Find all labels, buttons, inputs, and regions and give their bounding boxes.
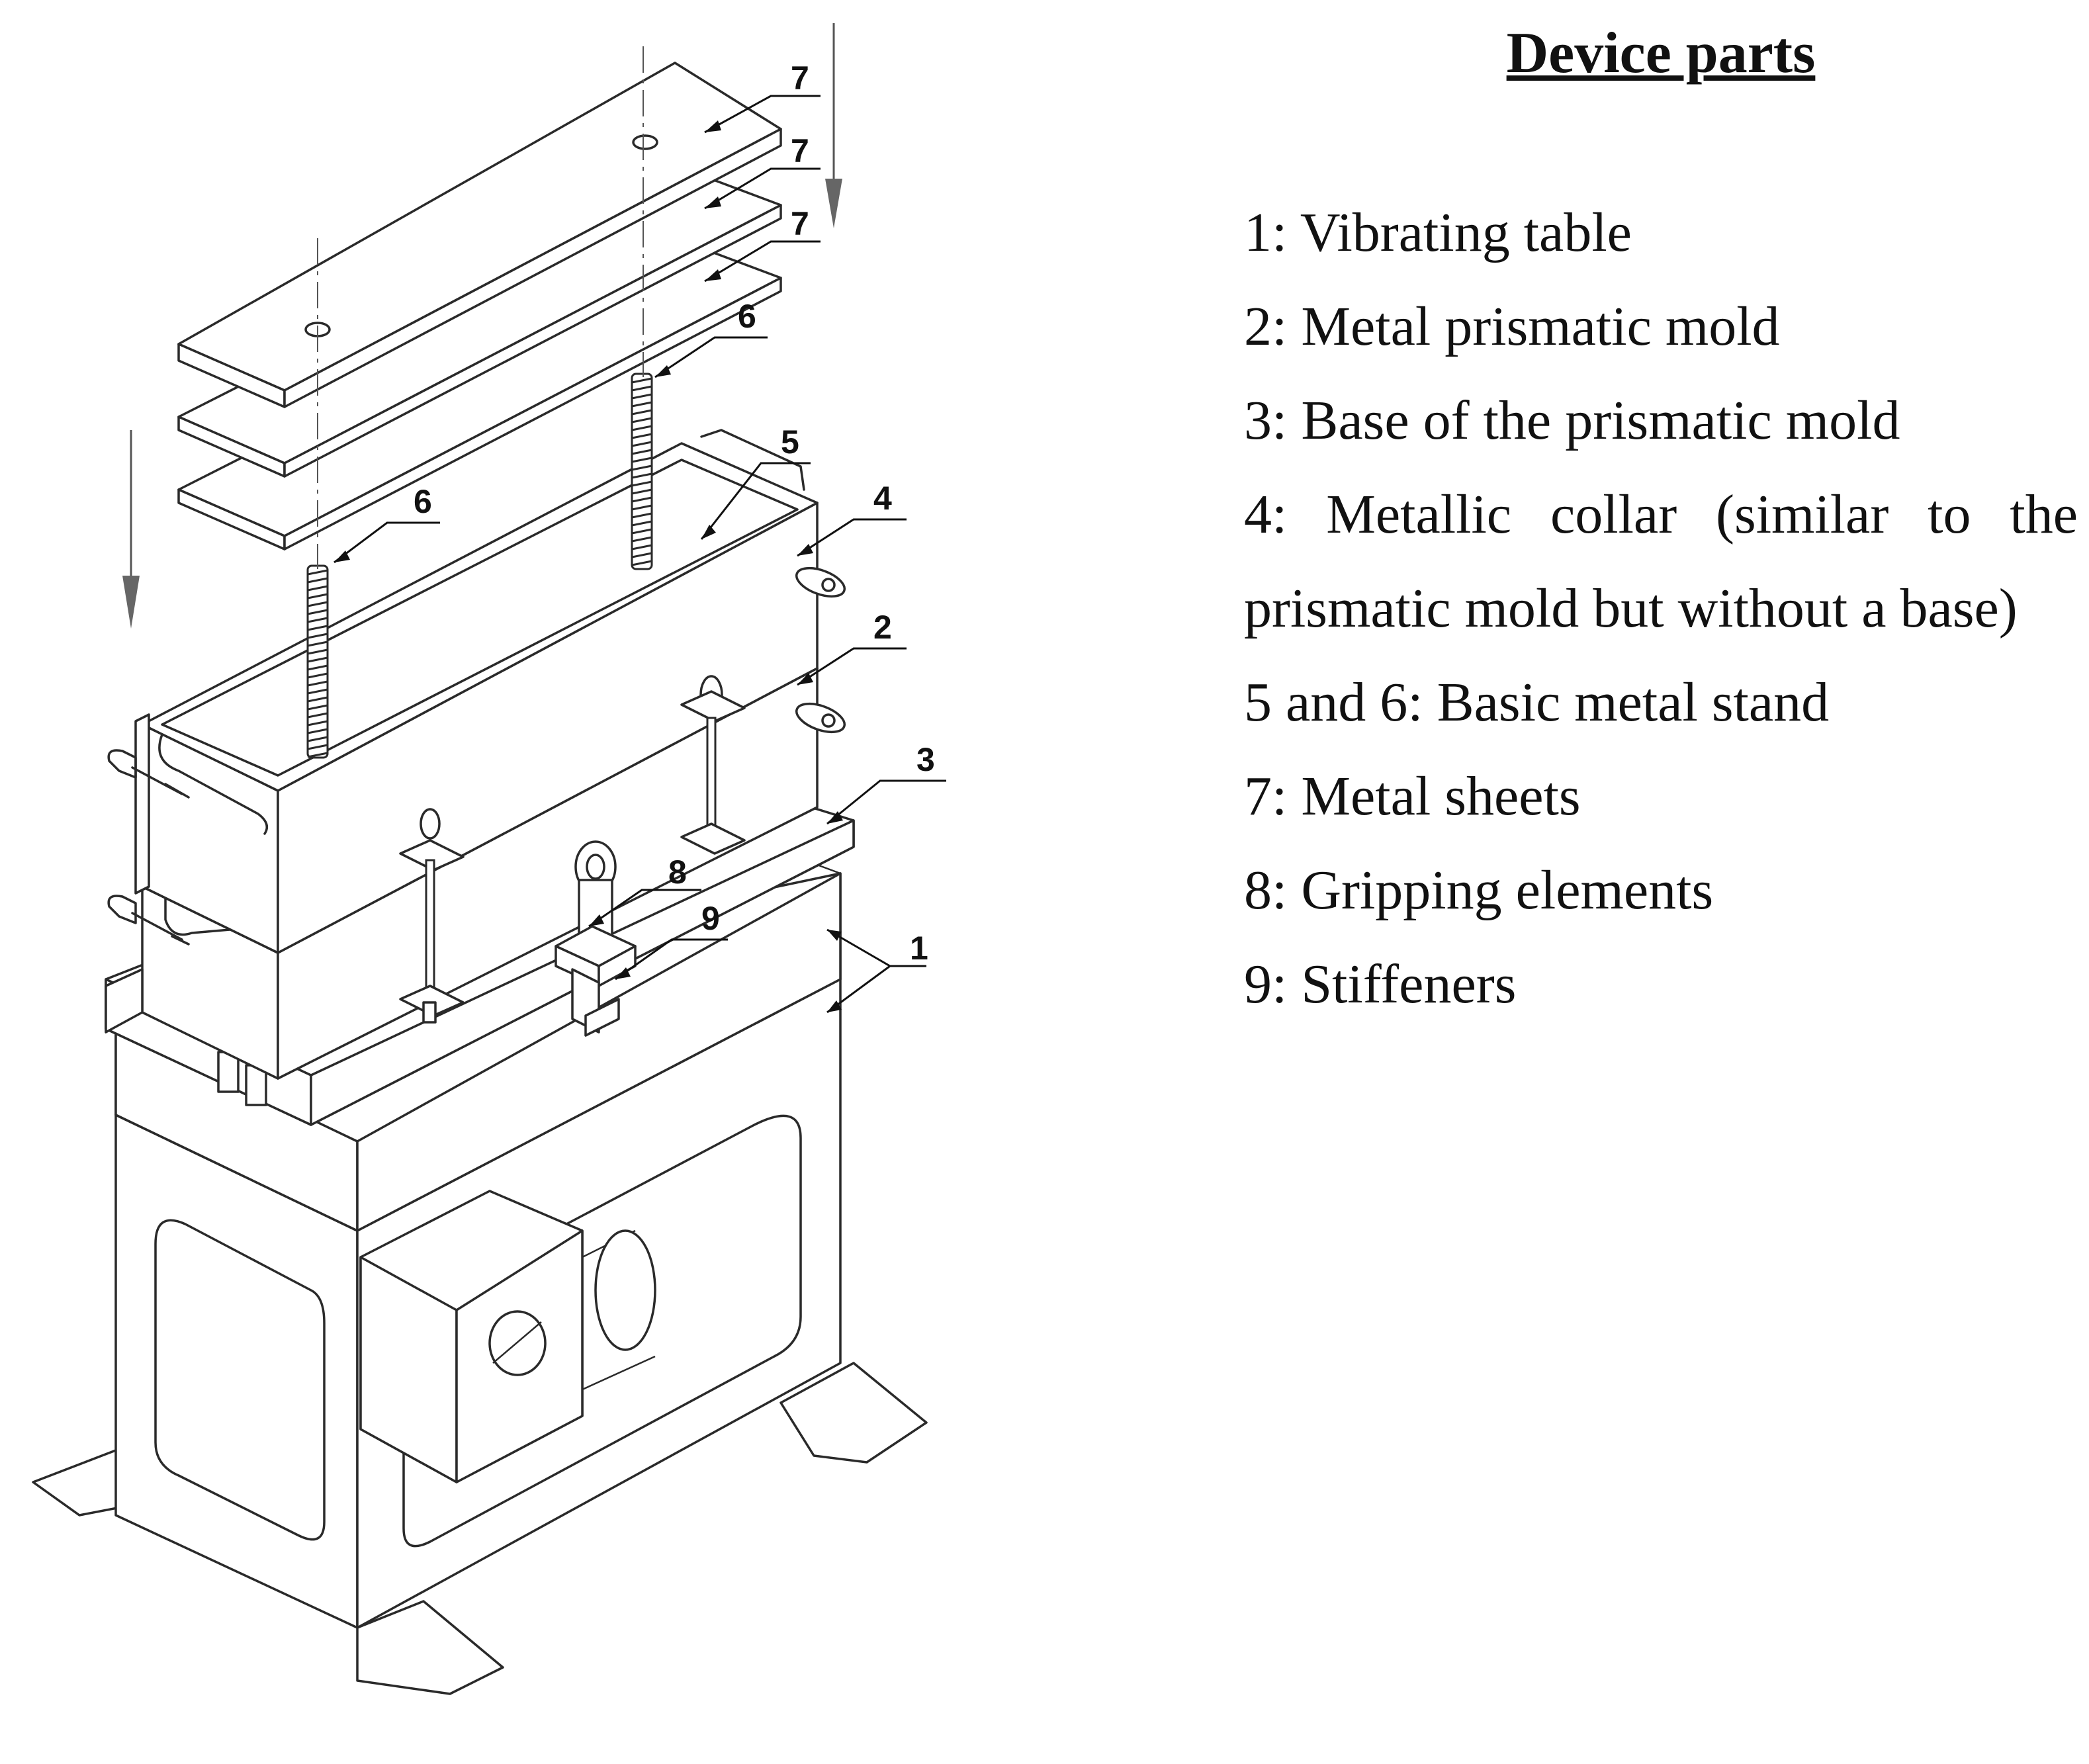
gripping-element (555, 840, 637, 987)
callout-6-right: 6 (654, 298, 768, 378)
rod-thread (307, 648, 328, 655)
rod-thread (307, 672, 328, 679)
legend-item: 3: Base of the prismatic mold (1244, 390, 1900, 452)
rod-thread (307, 720, 328, 727)
rod-thread (631, 512, 652, 519)
callout-7-bottom: 7 (704, 205, 821, 283)
center-axes (317, 46, 644, 569)
rod-thread (307, 656, 328, 663)
rod-thread (307, 593, 328, 599)
rod-thread (631, 401, 652, 408)
callout-number: 7 (791, 205, 809, 242)
callout-number: 9 (701, 900, 720, 937)
rod-thread (631, 504, 652, 511)
stand-rod-right (631, 373, 653, 570)
rod-thread (307, 712, 328, 719)
callout-number: 3 (916, 741, 935, 778)
callout-number: 5 (781, 423, 799, 461)
legend-title: Device parts (1506, 21, 1816, 85)
callout-5: 5 (700, 423, 811, 540)
clamp-rod-left (399, 808, 465, 1024)
legend-item: 9: Stiffeners (1244, 953, 1517, 1016)
legend-panel: Device parts 1: Vibrating table 2: Metal… (1244, 20, 2078, 1032)
side-eye-bolts (795, 566, 846, 734)
callout-number: 8 (668, 854, 687, 891)
legend-item: 5 and 6: Basic metal stand (1244, 672, 1830, 734)
rod-thread (307, 752, 328, 758)
callout-number: 6 (414, 483, 432, 520)
rod-thread (307, 744, 328, 750)
device-illustration: 7 7 7 6 5 6 4 2 3 8 (32, 23, 946, 1695)
rod-thread (631, 464, 652, 471)
rod-thread (631, 433, 652, 439)
rod-thread (307, 704, 328, 711)
callout-number: 7 (791, 60, 809, 97)
callout-number: 6 (738, 298, 756, 335)
stand-rod-left (306, 564, 329, 759)
callout-number: 2 (873, 609, 892, 646)
rod-thread (631, 441, 652, 447)
legend-item: 1: Vibrating table (1244, 202, 1632, 264)
rod-thread (631, 377, 652, 384)
callout-8: 8 (588, 854, 701, 928)
rod-thread (631, 449, 652, 455)
rod-thread (631, 417, 652, 423)
legend-item: 2: Metal prismatic mold (1244, 296, 1780, 358)
legend-item: 8: Gripping elements (1244, 860, 1714, 922)
rod-thread (631, 472, 652, 479)
rod-thread (307, 728, 328, 734)
rod-thread (307, 601, 328, 607)
rod-thread (307, 688, 328, 695)
assembly-arrows (122, 23, 842, 629)
rod-thread (631, 409, 652, 416)
rod-thread (631, 536, 652, 543)
callout-4: 4 (797, 480, 907, 557)
rod-thread (631, 552, 652, 558)
vibrating-table (32, 806, 928, 1695)
metal-sheets (177, 62, 782, 551)
rod-thread (307, 569, 328, 576)
rod-thread (307, 680, 328, 687)
rod-thread (631, 560, 652, 566)
rod-thread (307, 617, 328, 623)
callout-7-middle: 7 (704, 132, 821, 210)
callout-3: 3 (826, 741, 946, 825)
callout-number: 7 (791, 132, 809, 169)
callout-2: 2 (797, 609, 907, 686)
rod-thread (631, 488, 652, 495)
rod-thread (631, 520, 652, 527)
rod-thread (631, 425, 652, 431)
callout-number: 4 (873, 480, 892, 517)
callout-number: 1 (910, 930, 928, 967)
rod-thread (631, 457, 652, 463)
rod-thread (631, 544, 652, 551)
rod-thread (307, 585, 328, 592)
rod-thread (631, 393, 652, 400)
callout-9: 9 (615, 900, 728, 981)
exploded-view-drawing: 7 7 7 6 5 6 4 2 3 8 (32, 23, 946, 1695)
rod-thread (307, 609, 328, 615)
rod-thread (307, 736, 328, 742)
rod-thread (307, 633, 328, 639)
callout-6-left: 6 (333, 483, 440, 564)
clamp-rod-right (680, 675, 746, 855)
rod-thread (631, 528, 652, 535)
rod-thread (307, 696, 328, 703)
rod-thread (631, 496, 652, 503)
legend-list: 1: Vibrating table 2: Metal prismatic mo… (1244, 186, 2078, 1032)
rod-thread (631, 480, 652, 487)
legend-item: 7: Metal sheets (1244, 766, 1581, 828)
callout-7-top: 7 (704, 60, 821, 134)
legend-item: 4: Metallic collar (similar to the prism… (1244, 484, 2078, 640)
rod-thread (631, 385, 652, 392)
callout-1: 1 (826, 928, 928, 1014)
rod-thread (307, 577, 328, 584)
stiffener (571, 968, 620, 1037)
rod-thread (307, 664, 328, 671)
rod-thread (307, 640, 328, 647)
rod-thread (307, 625, 328, 631)
